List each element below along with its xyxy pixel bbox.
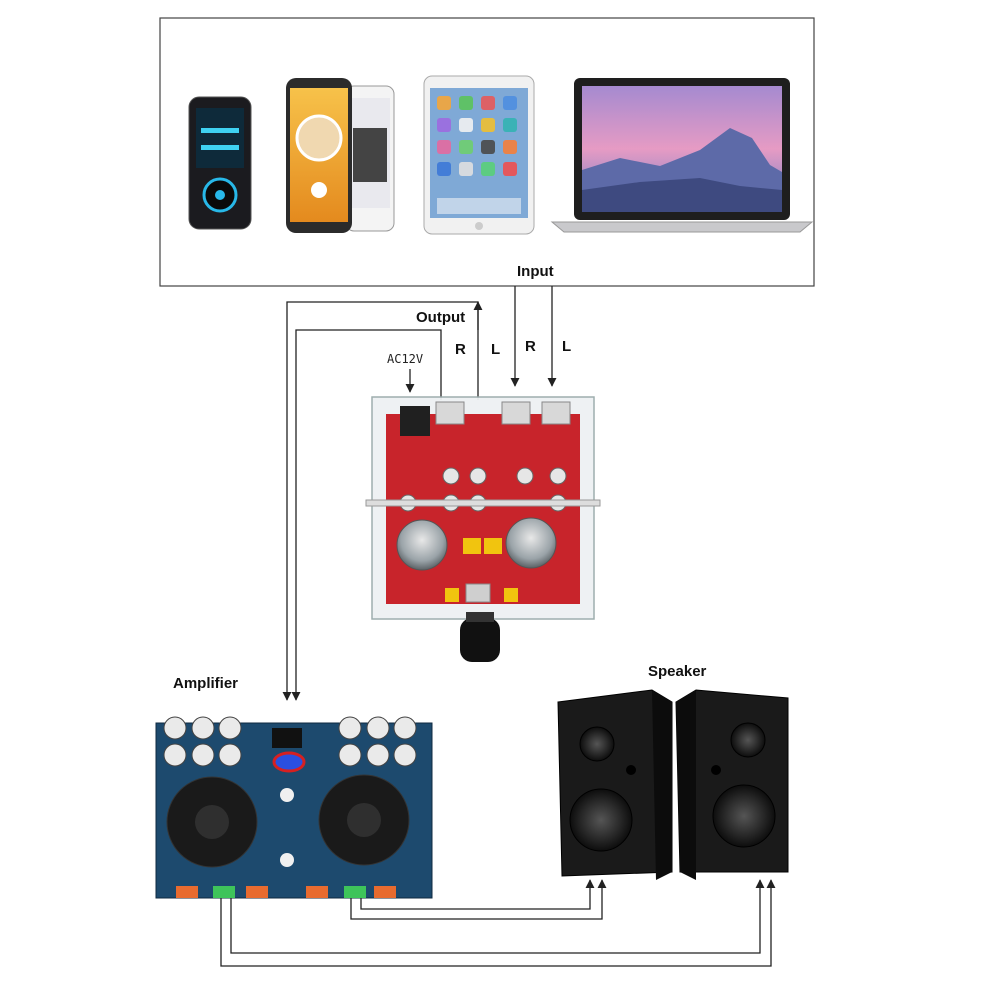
tube-preamp-board xyxy=(365,396,601,662)
power-label: AC12V xyxy=(387,352,423,366)
right-speaker xyxy=(675,689,789,880)
laptop-icon xyxy=(550,78,814,233)
left-speaker xyxy=(557,689,673,880)
amplifier-board xyxy=(155,716,433,899)
preamp-to-amp-wires xyxy=(282,301,483,701)
tablet-icon xyxy=(423,75,535,235)
output-label: Output xyxy=(416,309,465,326)
input-highlight-ring xyxy=(272,751,306,773)
amp-to-speaker-wires xyxy=(220,879,776,967)
smartphone-icon xyxy=(286,78,395,233)
input-wires xyxy=(510,286,557,387)
input-label: Input xyxy=(517,263,554,280)
mp3-player-icon xyxy=(188,96,252,230)
output-l-label: L xyxy=(491,341,500,358)
input-r-label: R xyxy=(525,338,536,355)
output-r-label: R xyxy=(455,341,466,358)
amplifier-label: Amplifier xyxy=(173,675,238,692)
speaker-label: Speaker xyxy=(648,663,707,680)
input-l-label: L xyxy=(562,338,571,355)
